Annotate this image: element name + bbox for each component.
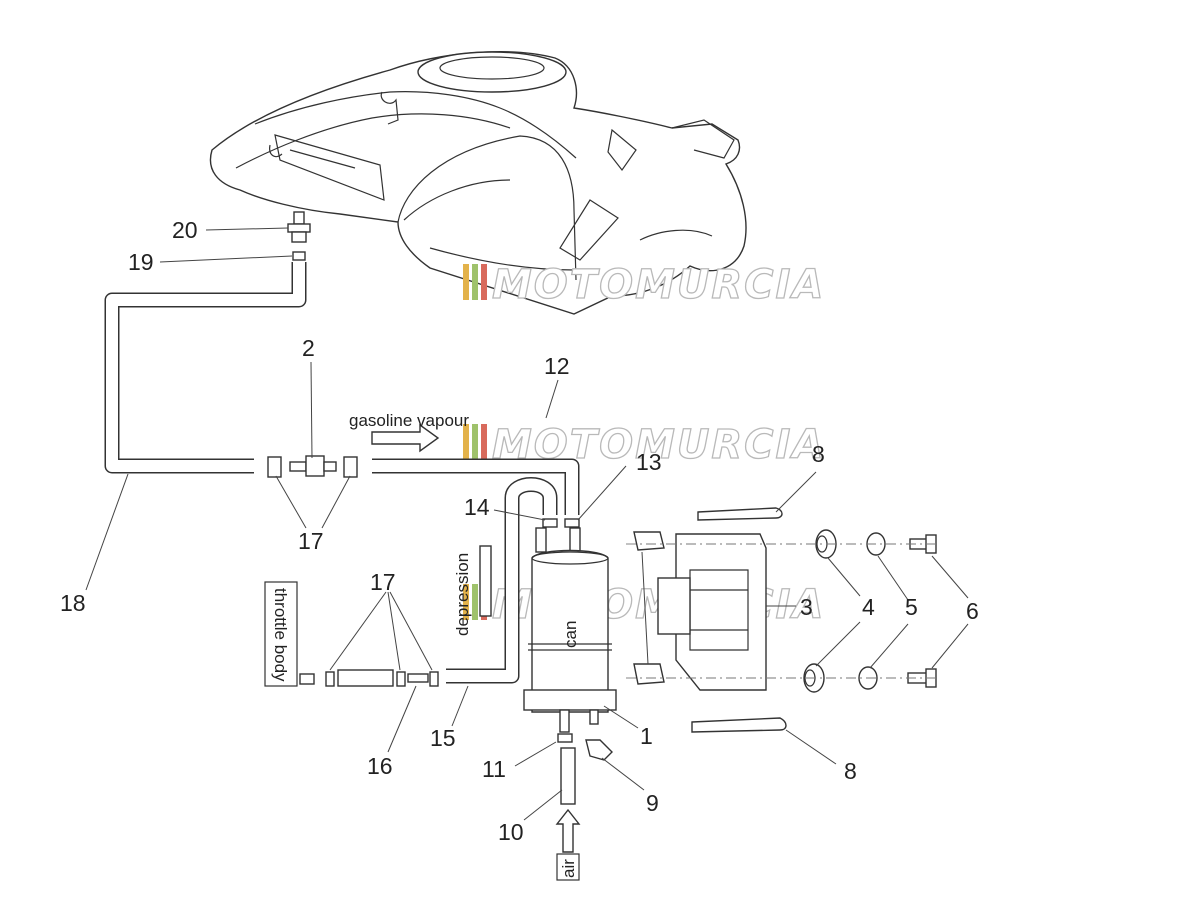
callout-12: 12 — [544, 353, 570, 379]
callout-10: 10 — [498, 819, 524, 845]
fuel-tank-drawing — [209, 51, 747, 315]
callout-8-bottom: 8 — [844, 758, 857, 784]
part-11-sleeve — [557, 733, 573, 743]
callout-1: 1 — [640, 723, 653, 749]
part-10-air-tube — [560, 747, 576, 805]
part-19-sleeve — [292, 251, 306, 261]
label-gasoline-vapour: gasoline vapour — [349, 411, 469, 430]
callout-6: 6 — [966, 598, 979, 624]
part-14-sleeve — [542, 518, 558, 528]
hose-14-loop — [446, 477, 558, 684]
part-3-bracket — [657, 533, 767, 691]
air-box — [556, 853, 580, 881]
callout-16: 16 — [367, 753, 393, 779]
watermark-top: MOTOMURCIA — [463, 261, 825, 309]
hose-12 — [372, 458, 580, 515]
part-9-cap — [585, 739, 613, 761]
callout-20: 20 — [172, 217, 198, 243]
watermark-text: MOTOMURCIA — [492, 262, 825, 308]
callout-3: 3 — [800, 594, 813, 620]
part-1-canister — [523, 527, 617, 733]
part-20-fitting — [287, 211, 311, 243]
callout-14: 14 — [464, 494, 490, 520]
hose-18 — [104, 262, 307, 474]
leader-lines — [85, 227, 969, 821]
callout-19: 19 — [128, 249, 154, 275]
callout-11: 11 — [482, 756, 506, 782]
label-throttle-body: throttle body — [271, 588, 290, 682]
throttle-connection — [299, 669, 439, 687]
part-2-valve — [267, 455, 358, 478]
flow-arrow-air — [555, 808, 581, 853]
callout-numbers: 1 2 3 4 5 6 8 8 9 10 11 12 13 14 15 16 1… — [60, 217, 979, 845]
part-8-strap-bottom — [691, 717, 787, 733]
callout-9: 9 — [646, 790, 659, 816]
callout-18: 18 — [60, 590, 86, 616]
part-8-strap-top — [697, 507, 783, 521]
throttle-body-box — [264, 581, 298, 687]
label-air: air — [559, 859, 578, 878]
callout-13: 13 — [636, 449, 662, 475]
callout-2: 2 — [302, 335, 315, 361]
callout-8-top: 8 — [812, 441, 825, 467]
depression-tube — [479, 545, 492, 617]
callout-15: 15 — [430, 725, 456, 751]
callout-4: 4 — [862, 594, 875, 620]
flow-arrow-gasoline-vapour — [371, 423, 440, 453]
callout-17-valve: 17 — [298, 528, 324, 554]
label-depression: depression — [453, 553, 472, 636]
label-canister: can — [561, 621, 580, 648]
part-13-sleeve — [564, 518, 580, 528]
bracket-clips — [633, 531, 665, 685]
callout-17-throttle: 17 — [370, 569, 396, 595]
part-16-fitting — [407, 673, 429, 683]
callout-5: 5 — [905, 594, 918, 620]
